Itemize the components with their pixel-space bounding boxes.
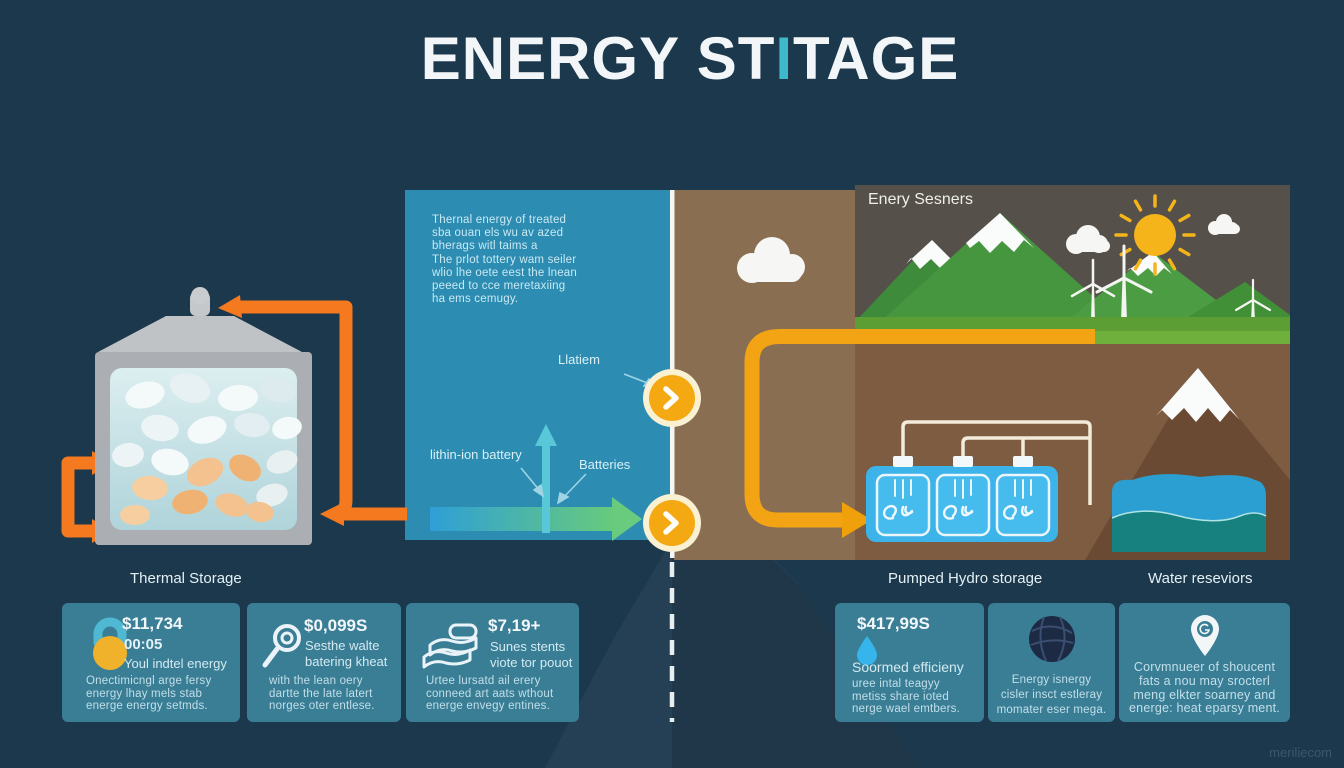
card-subtitle: Sesthe walte batering kheat [305,638,387,669]
card-subtitle: Sunes stents viote tor pouot [490,639,572,670]
orange-pipe [744,329,1095,538]
card-value: $7,19+ [488,616,541,635]
stat-card-search: $0,099S Sesthe walte batering kheat with… [247,603,401,722]
chevron-right-icon [663,386,679,410]
connector-circle-2 [643,494,701,552]
wind-turbine-icon [1070,244,1272,322]
lock-icon [93,617,127,670]
teal-panel [405,190,672,540]
card-subtitle: Soormed efficieny [852,659,964,675]
stat-card-hydro: $417,99S Soormed efficieny uree intal te… [835,603,984,722]
battery-wires [901,420,1092,505]
title-accent: I [775,25,794,92]
card-body-line: meng elkter soarney and [1133,687,1276,702]
paragraph-line: The prlot tottery wam seiler [432,253,577,266]
brown-panel [674,190,855,560]
card-body: Energy isnergy cisler insct estleray mom… [988,673,1115,718]
card-body-line: momater eser mega. [996,704,1107,716]
card-body: Urtee lursatd ail erery conneed art aats… [426,675,553,713]
card-body-line: nerge wael emtbers. [852,703,960,716]
card-body-line: metiss share ioted [852,690,949,703]
title-post: TAGE [793,25,960,92]
pin-icon [1190,615,1219,656]
cloud-icon [1066,214,1240,254]
card-body-line: cisler insct estleray [1000,689,1103,701]
paragraph-line: peeed to cce meretaxiing [432,280,566,293]
card-value-secondary: 00:05 [124,636,163,653]
card-body-line: Urtee lursatd ail erery [426,675,541,687]
ground-strip [855,317,1290,331]
page-title: ENERGY STITAGE [421,24,960,93]
up-arrowhead [535,424,557,446]
paragraph-line: bherags witl taims a [432,240,538,253]
card-subtitle-line: batering kheat [305,653,388,669]
card-body-line: energe: heat eparsy ment. [1129,701,1280,716]
paragraph-line: Thernal energy of treated [432,214,567,226]
card-body-line: Energy isnergy [1011,674,1092,686]
paragraph-line: wlio lhe oete eest the lnean [432,266,577,279]
gradient-arrow [430,507,612,531]
card-body-line: conneed art aats wthout [426,687,554,700]
watermark: meriliecom [1269,745,1332,760]
card-body: uree intal teagyy metiss share ioted ner… [852,678,960,716]
card-subtitle: Youl indtel energy [124,656,227,671]
card-body-line: with the lean oery [269,675,363,687]
card-body: Corvmnueer of shoucent fats a nou may sr… [1119,660,1290,716]
card-body-line: Corvmnueer of shoucent [1133,660,1276,674]
label-latiem: Llatiem [558,352,600,367]
card-body-line: uree intal teagyy [852,678,940,690]
card-subtitle-line: Sunes stents [490,639,566,654]
pipe-arrowhead [842,502,872,538]
connector-circle-1 [643,369,701,427]
section-label-water: Water reseviors [1148,570,1253,587]
stat-card-grid: Energy isnergy cisler insct estleray mom… [988,603,1115,722]
card-body-line: norges oter entlese. [269,700,375,713]
card-body-line: fats a nou may srocterl [1138,673,1271,688]
magnifier-icon [262,624,301,668]
card-subtitle-line: Sesthe walte [305,638,380,653]
section-label-pumped: Pumped Hydro storage [888,570,1043,587]
label-lithium-battery: lithin-ion battery [430,447,522,462]
globe-icon [1028,616,1075,662]
landscape-label: Enery Sesners [868,191,973,208]
water-reservoir [1111,474,1267,552]
paragraph-line: sba ouan els wu av azed [432,227,564,240]
card-body: with the lean oery dartte the late later… [269,675,375,713]
stat-card-thermal: $11,734 00:05 Youl indtel energy Onectim… [62,603,240,722]
card-subtitle-line: viote tor pouot [490,654,573,670]
card-body-line: Onectimicngl arge fersy [86,675,212,687]
coins-icon [422,623,478,669]
panel-divider [643,190,701,722]
stat-card-consumer: Corvmnueer of shoucent fats a nou may sr… [1119,603,1290,722]
paragraph-line: ha ems cemugy. [432,293,519,306]
battery-bank [866,420,1092,542]
cloud-icon [737,237,805,283]
droplet-icon [857,636,877,665]
card-value: $417,99S [857,614,930,633]
tank-body [95,287,312,545]
card-body: Onectimicngl arge fersy energy lhay mels… [86,675,211,713]
mountains [855,213,1290,322]
sun-icon [1114,194,1196,276]
panel-paragraph: Thernal energy of treated sba ouan els w… [432,214,577,306]
card-body-line: energy lhay mels stab [86,687,203,700]
ground-strip-light [1095,331,1290,344]
label-batteries: Batteries [579,457,631,472]
panel-arrows [430,373,657,541]
card-value: $11,734 [122,614,183,633]
card-value: $0,099S [304,616,368,635]
card-body-line: dartte the late latert [269,687,373,700]
card-body-line: energe energy setmds. [86,700,208,713]
card-body-line: energe envegy entines. [426,700,550,713]
title-pre: ENERGY ST [420,25,776,92]
thermal-tank-group [61,287,407,545]
battery-cells [875,473,1051,537]
section-label-thermal: Thermal Storage [130,570,242,587]
stat-card-savings: $7,19+ Sunes stents viote tor pouot Urte… [406,603,579,722]
chevron-right-icon [663,511,679,535]
storage-pebbles [112,373,302,525]
